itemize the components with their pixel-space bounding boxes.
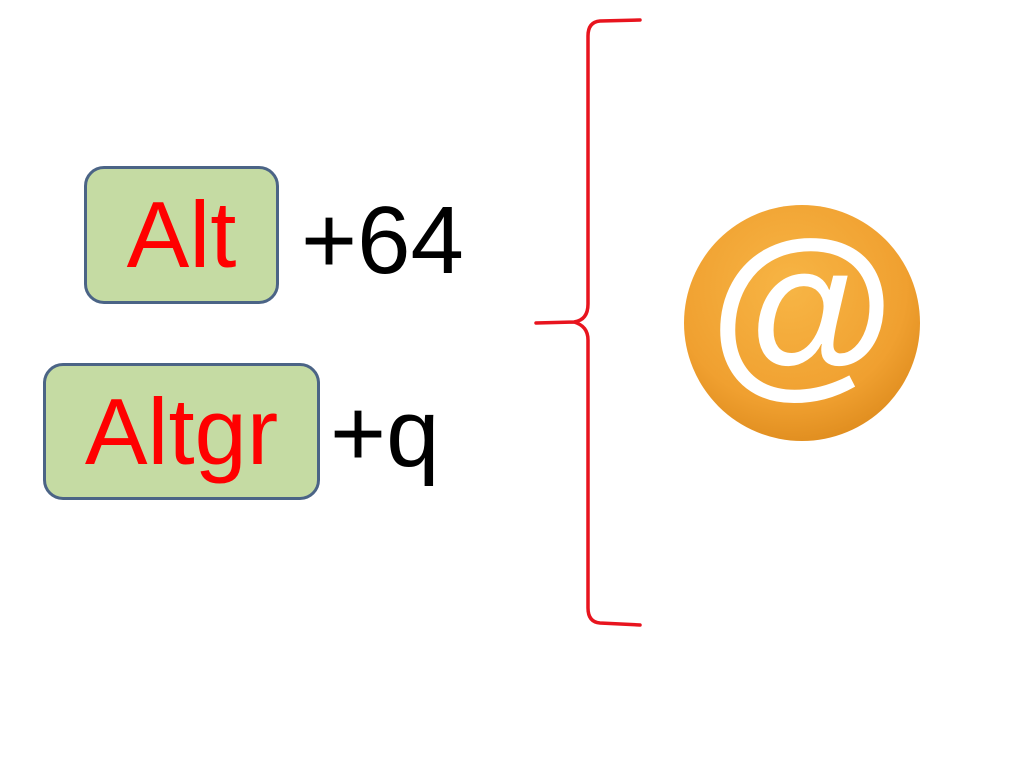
altgr-key-label: Altgr	[84, 378, 279, 484]
altgr-combo-key: +q	[330, 380, 440, 487]
at-sign-icon: @	[684, 203, 920, 441]
alt-key-label: Alt	[126, 182, 237, 287]
alt-combo-code: +64	[301, 187, 464, 294]
altgr-key: Altgr	[43, 363, 320, 500]
at-icon-circle	[684, 205, 920, 441]
at-symbol: @	[709, 203, 894, 414]
alt-key: Alt	[84, 166, 279, 304]
brace-path	[534, 18, 642, 627]
